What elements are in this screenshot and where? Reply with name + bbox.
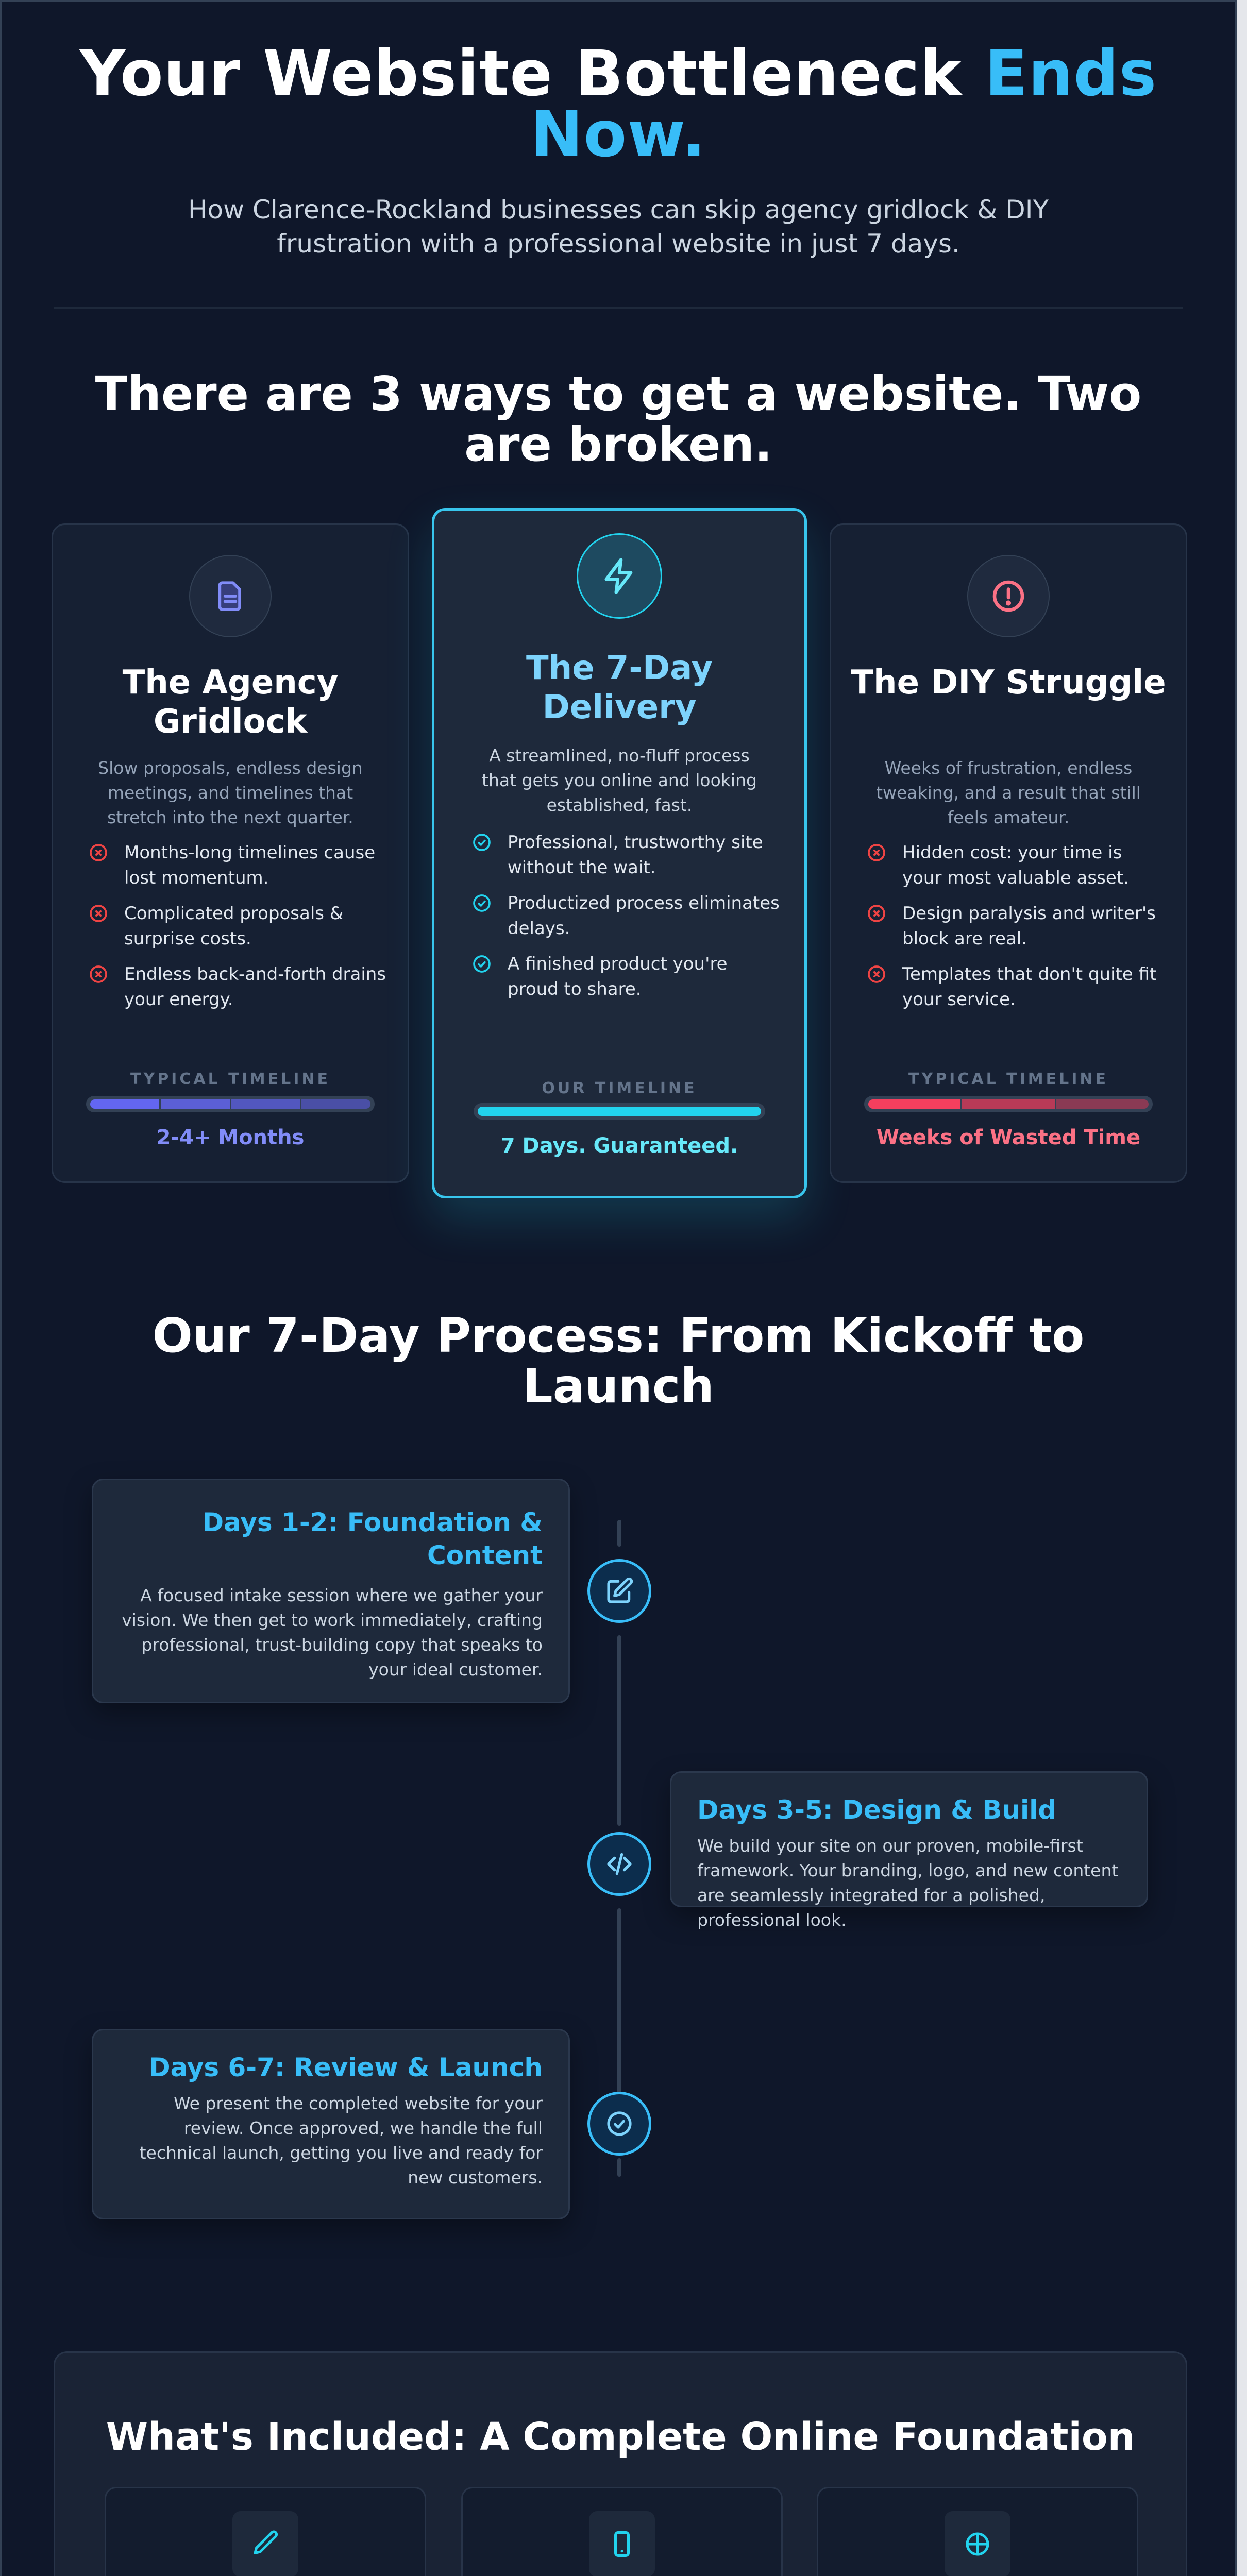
process-step-1: Days 1-2: Foundation & Content A focused… (92, 1479, 570, 1703)
timeline-label: OUR TIMELINE (542, 1079, 697, 1097)
process-heading: Our 7-Day Process: From Kickoff to Launc… (152, 1308, 1085, 1414)
code-icon (587, 1832, 651, 1896)
timeline-line (617, 2158, 621, 2177)
timeline-line (617, 1635, 621, 1826)
alert-circle-icon (967, 555, 1050, 637)
card-title: The DIY Struggle (851, 664, 1166, 702)
timeline-bar (864, 1096, 1153, 1112)
process-step-3: Days 6-7: Review & Launch We present the… (92, 2029, 570, 2219)
check-circle-icon (587, 2092, 651, 2156)
bar-segment (1056, 1099, 1149, 1109)
card-title: The 7-Day Delivery (526, 649, 713, 726)
list-item: Design paralysis and writer's block are … (866, 901, 1165, 952)
included-item-mobile: Mobile-First Design Your site will look … (461, 2487, 783, 2576)
card-description: A streamlined, no-fluff process that get… (482, 745, 757, 815)
x-circle-icon (90, 905, 107, 922)
step-title: Days 1-2: Foundation & Content (202, 1507, 543, 1570)
comparison-heading: There are 3 ways to get a website. Two a… (95, 366, 1142, 472)
bar-segment (90, 1099, 159, 1109)
step-text: A focused intake session where we gather… (122, 1585, 543, 1680)
bar-segment (478, 1107, 761, 1116)
list-item: Endless back-and-forth drains your energ… (88, 962, 387, 1012)
check-circle-icon (473, 894, 491, 912)
timeline-bar (474, 1103, 765, 1120)
process-step-2: Days 3-5: Design & Build We build your s… (670, 1771, 1148, 1930)
card-list: Professional, trustworthy site without t… (471, 830, 784, 1012)
list-item: Months-long timelines cause lost momentu… (88, 840, 387, 891)
globe-icon (945, 2511, 1010, 2576)
timeline-bar (86, 1096, 375, 1112)
hero-title-main: Your Website Bottleneck (79, 37, 985, 110)
step-title: Days 6-7: Review & Launch (149, 2053, 543, 2082)
bar-segment (301, 1099, 370, 1109)
bar-segment (868, 1099, 961, 1109)
step-title: Days 3-5: Design & Build (697, 1795, 1057, 1825)
x-circle-icon (868, 844, 885, 861)
timeline-label: TYPICAL TIMELINE (130, 1070, 330, 1088)
lightning-icon (577, 533, 662, 619)
timeline-value: Weeks of Wasted Time (876, 1126, 1141, 1149)
divider (54, 307, 1183, 309)
list-item: Productized process eliminates delays. (471, 891, 784, 941)
step-text: We build your site on our proven, mobile… (697, 1836, 1119, 1930)
check-circle-icon (473, 834, 491, 851)
bar-segment (962, 1099, 1055, 1109)
card-agency-gridlock: The Agency Gridlock Slow proposals, endl… (52, 523, 409, 1183)
bar-segment (231, 1099, 300, 1109)
x-circle-icon (90, 844, 107, 861)
pencil-icon (232, 2511, 298, 2576)
list-item: A finished product you're proud to share… (471, 952, 784, 1002)
timeline-label: TYPICAL TIMELINE (908, 1070, 1108, 1088)
hero-subtitle: How Clarence-Rockland businesses can ski… (188, 195, 1049, 259)
hero-title: Your Website Bottleneck Ends Now. (2, 42, 1235, 166)
included-item-finished: A Finished Product We deliver a complete… (817, 2487, 1138, 2576)
document-icon (189, 555, 272, 637)
card-diy-struggle: The DIY Struggle Weeks of frustration, e… (830, 523, 1187, 1183)
card-description: Slow proposals, endless design meetings,… (98, 758, 363, 827)
x-circle-icon (868, 905, 885, 922)
timeline-value: 7 Days. Guaranteed. (500, 1134, 738, 1158)
bar-segment (160, 1099, 230, 1109)
smartphone-icon (589, 2511, 655, 2576)
step-text: We present the completed website for you… (139, 2093, 543, 2188)
card-title: The Agency Gridlock (122, 664, 339, 741)
list-item: Professional, trustworthy site without t… (471, 830, 784, 880)
included-heading: What's Included: A Complete Online Found… (106, 2415, 1135, 2459)
card-7-day-delivery: The 7-Day Delivery A streamlined, no-flu… (432, 508, 807, 1198)
timeline-line (617, 1908, 621, 2099)
x-circle-icon (90, 965, 107, 983)
hero-title-accent: Ends Now. (530, 37, 1157, 171)
card-description: Weeks of frustration, endless tweaking, … (876, 758, 1141, 827)
list-item: Hidden cost: your time is your most valu… (866, 840, 1165, 891)
list-item: Templates that don't quite fit your serv… (866, 962, 1165, 1012)
check-circle-icon (473, 955, 491, 973)
timeline-line (617, 1520, 621, 1547)
edit-icon (587, 1559, 651, 1623)
card-list: Hidden cost: your time is your most valu… (866, 840, 1165, 1023)
list-item: Complicated proposals & surprise costs. (88, 901, 387, 952)
included-section: What's Included: A Complete Online Found… (54, 2351, 1187, 2576)
x-circle-icon (868, 965, 885, 983)
timeline-value: 2-4+ Months (156, 1126, 305, 1149)
card-list: Months-long timelines cause lost momentu… (88, 840, 387, 1023)
included-item-copywriting: Professional Copywriting Clear, concise … (105, 2487, 426, 2576)
